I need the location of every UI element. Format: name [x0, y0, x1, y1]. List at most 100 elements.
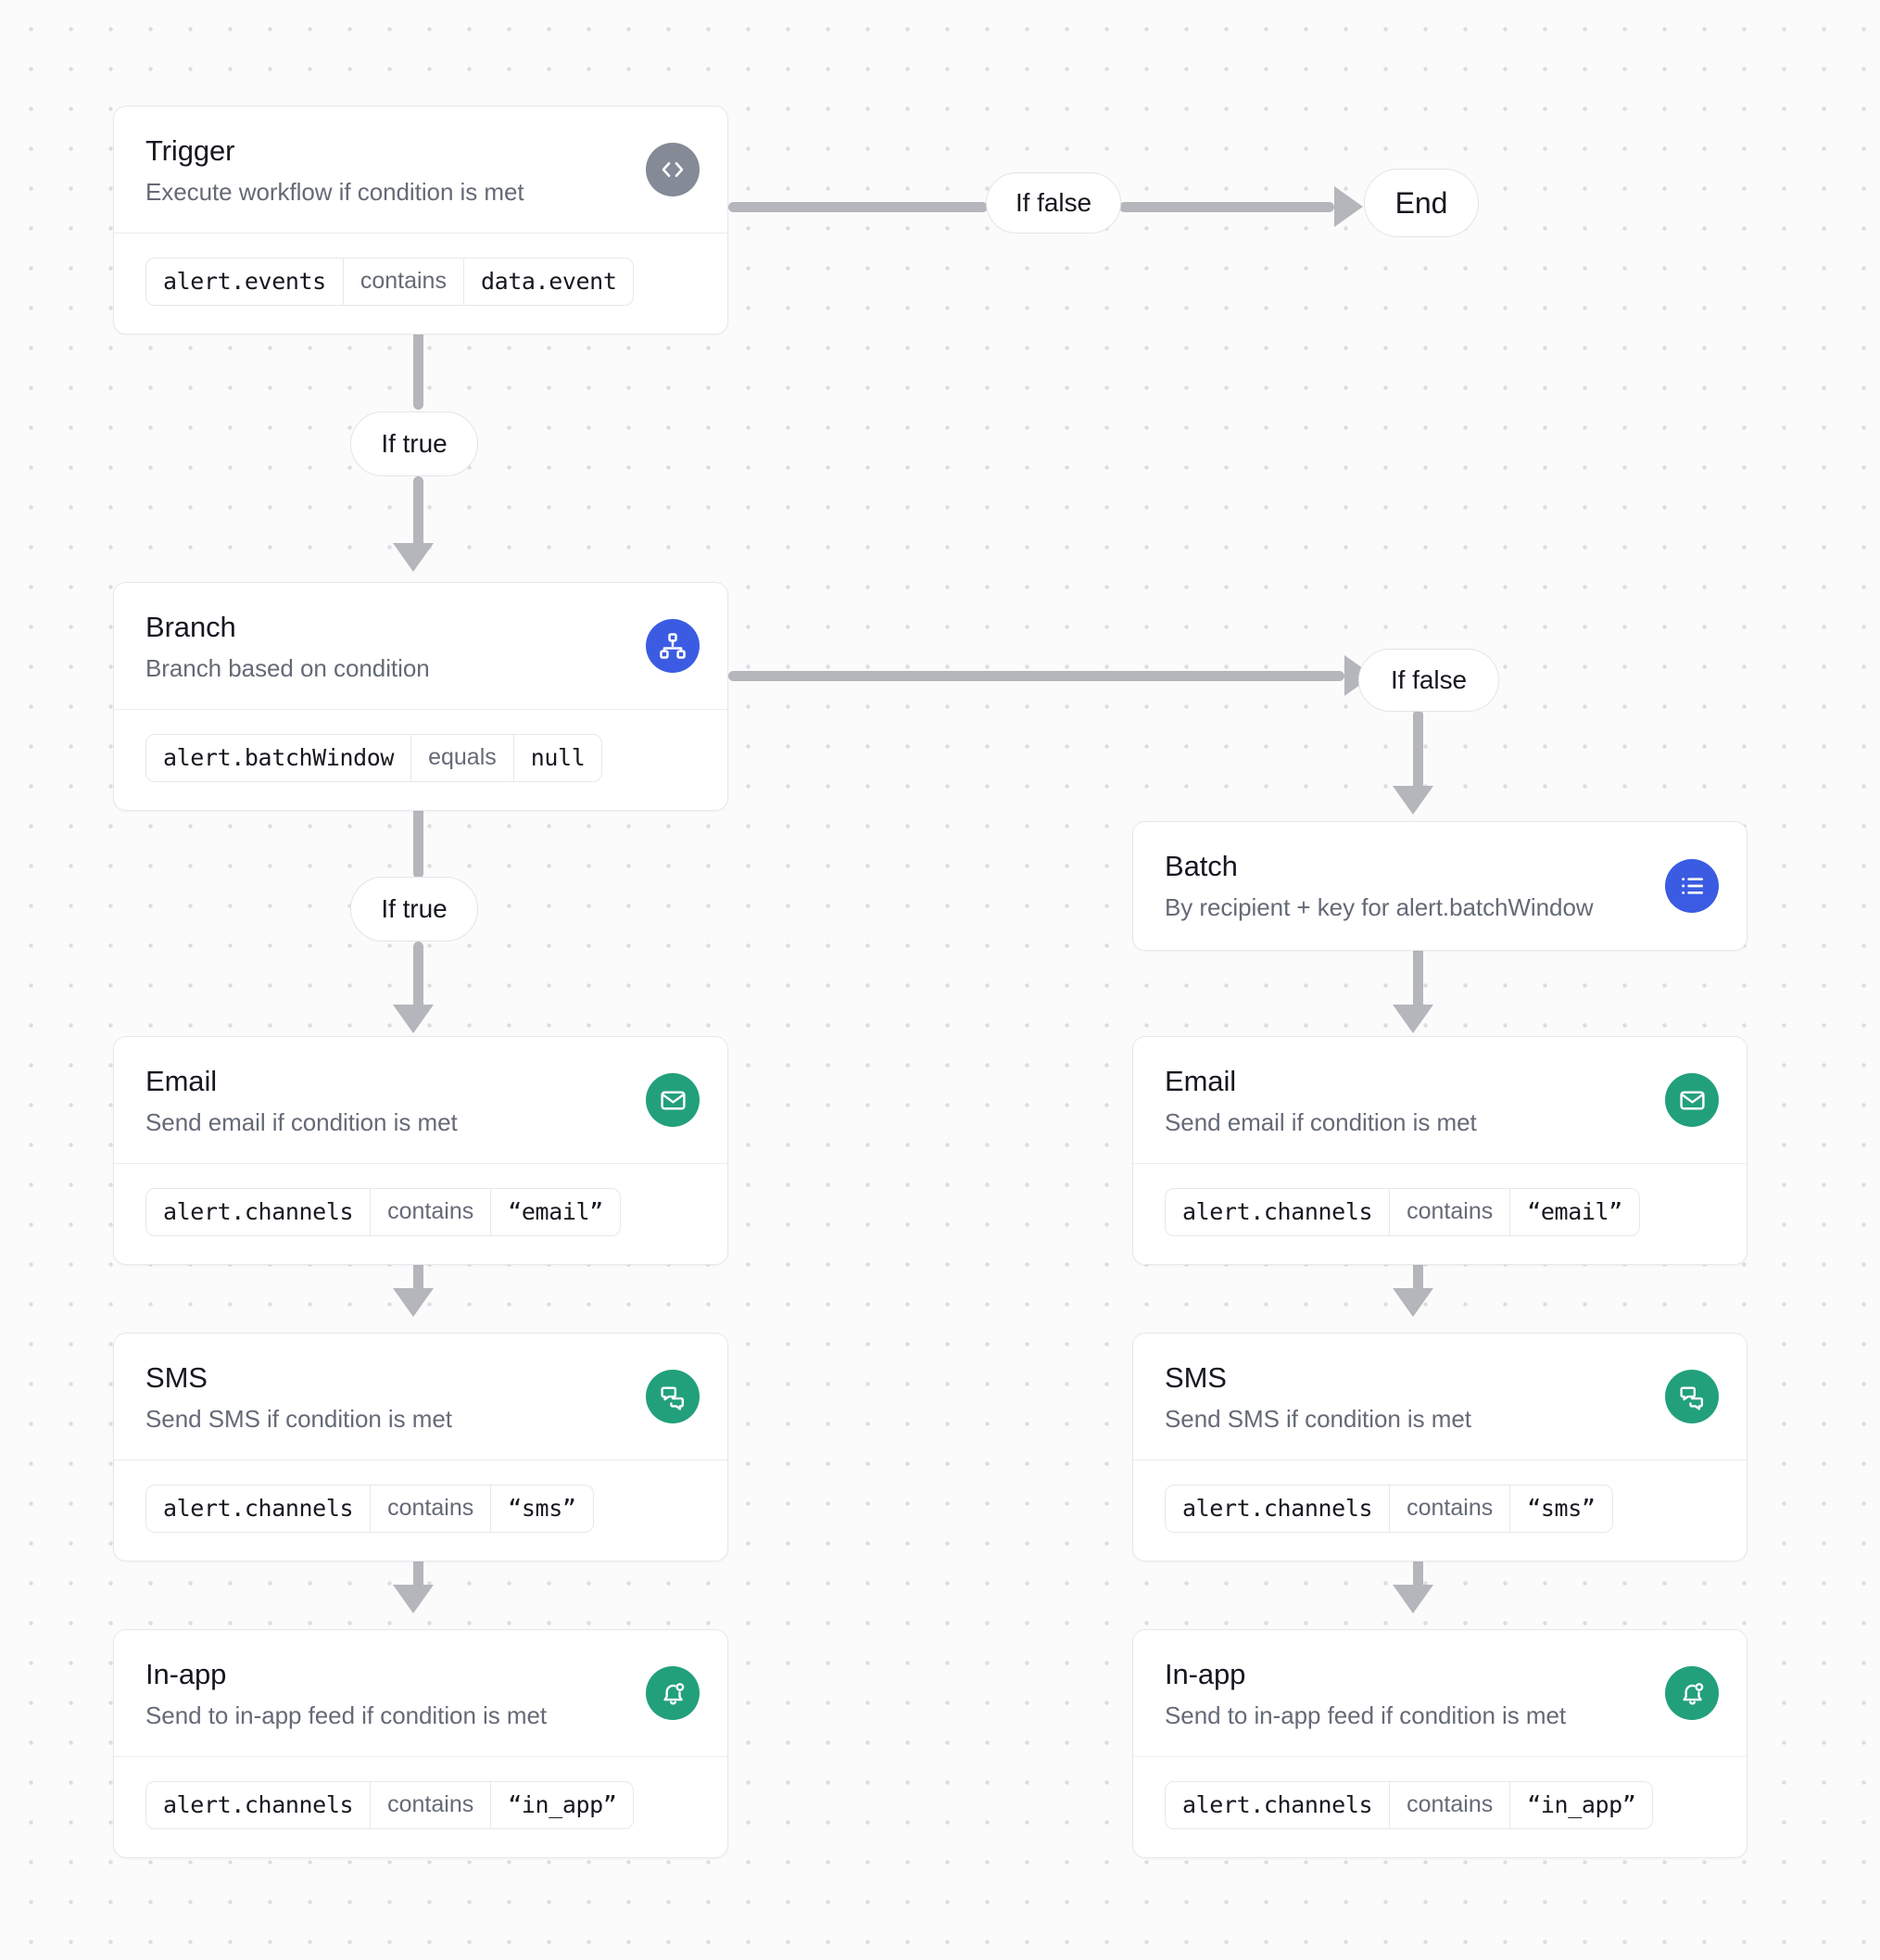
edge-batch-to-email-right — [1413, 936, 1423, 1018]
node-sms-left[interactable]: SMS Send SMS if condition is met alert.c… — [113, 1333, 728, 1562]
edge-branch-to-if-false — [728, 671, 1344, 681]
trigger-condition[interactable]: alert.events contains data.event — [145, 258, 635, 306]
edge-if-true-to-email — [413, 942, 423, 1018]
edge-if-false-to-batch-arrowhead — [1393, 786, 1433, 815]
email-right-condition[interactable]: alert.channels contains “email” — [1165, 1188, 1640, 1236]
branch-condition-row: alert.batchWindow equals null — [114, 709, 727, 810]
edge-trigger-to-if-false — [728, 202, 988, 212]
condition-value: “in_app” — [508, 1791, 617, 1819]
node-end[interactable]: End — [1364, 169, 1479, 237]
edge-sms-to-inapp-left-arrowhead — [393, 1585, 434, 1613]
condition-operator: contains — [1389, 1189, 1511, 1235]
sms-left-subtitle: Send SMS if condition is met — [145, 1404, 452, 1433]
edge-if-true-to-branch — [413, 476, 423, 556]
node-email-left[interactable]: Email Send email if condition is met ale… — [113, 1036, 728, 1265]
edge-if-false-to-batch — [1413, 710, 1423, 799]
condition-field: alert.channels — [163, 1495, 354, 1523]
condition-value: “sms” — [1527, 1495, 1596, 1523]
inapp-right-header: In-app Send to in-app feed if condition … — [1133, 1630, 1747, 1756]
batch-subtitle: By recipient + key for alert.batchWindow — [1165, 892, 1594, 921]
edge-label-branch-if-true[interactable]: If true — [350, 877, 478, 942]
sms-left-header: SMS Send SMS if condition is met — [114, 1334, 727, 1460]
bell-dot-icon — [646, 1666, 700, 1721]
trigger-title: Trigger — [145, 134, 235, 167]
inapp-left-title: In-app — [145, 1658, 227, 1690]
condition-field: alert.channels — [1182, 1198, 1373, 1226]
edge-label-text: If true — [381, 894, 448, 923]
edge-sms-to-inapp-right — [1413, 1536, 1423, 1598]
batch-header: Batch By recipient + key for alert.batch… — [1133, 822, 1747, 950]
inapp-right-condition[interactable]: alert.channels contains “in_app” — [1165, 1781, 1654, 1829]
node-inapp-right[interactable]: In-app Send to in-app feed if condition … — [1132, 1629, 1748, 1858]
email-right-condition-row: alert.channels contains “email” — [1133, 1163, 1747, 1264]
edge-label-text: If false — [1015, 188, 1092, 217]
condition-field: alert.channels — [163, 1198, 354, 1226]
condition-operator: contains — [342, 259, 464, 305]
node-inapp-left[interactable]: In-app Send to in-app feed if condition … — [113, 1629, 728, 1858]
node-sms-right[interactable]: SMS Send SMS if condition is met alert.c… — [1132, 1333, 1748, 1562]
trigger-subtitle: Execute workflow if condition is met — [145, 177, 524, 206]
edge-label-text: If true — [381, 429, 448, 458]
inapp-left-subtitle: Send to in-app feed if condition is met — [145, 1701, 548, 1729]
edge-if-false-to-end — [1119, 202, 1334, 212]
sms-right-condition[interactable]: alert.channels contains “sms” — [1165, 1485, 1613, 1533]
email-right-subtitle: Send email if condition is met — [1165, 1107, 1477, 1136]
email-right-title: Email — [1165, 1065, 1237, 1097]
envelope-icon — [646, 1073, 700, 1128]
edge-email-to-sms-right-arrowhead — [1393, 1288, 1433, 1317]
inapp-left-header: In-app Send to in-app feed if condition … — [114, 1630, 727, 1756]
edge-batch-to-email-right-arrowhead — [1393, 1005, 1433, 1033]
edge-if-true-to-email-arrowhead — [393, 1005, 434, 1033]
node-batch[interactable]: Batch By recipient + key for alert.batch… — [1132, 821, 1748, 952]
condition-field: alert.channels — [1182, 1791, 1373, 1819]
email-left-condition-row: alert.channels contains “email” — [114, 1163, 727, 1264]
sitemap-icon — [646, 619, 700, 674]
condition-operator: contains — [1389, 1782, 1511, 1828]
node-branch[interactable]: Branch Branch based on condition alert.b… — [113, 582, 728, 811]
condition-operator: contains — [370, 1782, 492, 1828]
sms-left-condition-row: alert.channels contains “sms” — [114, 1460, 727, 1561]
edge-if-true-to-branch-arrowhead — [393, 543, 434, 572]
code-icon — [646, 143, 700, 197]
edge-trigger-to-if-true — [413, 311, 423, 410]
branch-condition[interactable]: alert.batchWindow equals null — [145, 734, 603, 782]
condition-operator: contains — [370, 1189, 492, 1235]
inapp-left-condition[interactable]: alert.channels contains “in_app” — [145, 1781, 635, 1829]
branch-subtitle: Branch based on condition — [145, 653, 430, 682]
edge-label-branch-if-false[interactable]: If false — [1358, 649, 1499, 712]
condition-value: “sms” — [508, 1495, 576, 1523]
inapp-right-subtitle: Send to in-app feed if condition is met — [1165, 1701, 1567, 1729]
list-icon — [1665, 859, 1719, 914]
sms-left-title: SMS — [145, 1361, 208, 1394]
sms-left-condition[interactable]: alert.channels contains “sms” — [145, 1485, 594, 1533]
email-left-title: Email — [145, 1065, 218, 1097]
email-left-condition[interactable]: alert.channels contains “email” — [145, 1188, 621, 1236]
edge-email-to-sms-left — [413, 1240, 423, 1301]
condition-value: “in_app” — [1527, 1791, 1636, 1819]
condition-value: “email” — [1527, 1198, 1622, 1226]
batch-title: Batch — [1165, 850, 1238, 882]
edge-email-to-sms-left-arrowhead — [393, 1288, 434, 1317]
node-trigger[interactable]: Trigger Execute workflow if condition is… — [113, 106, 728, 335]
inapp-right-condition-row: alert.channels contains “in_app” — [1133, 1756, 1747, 1857]
condition-operator: contains — [370, 1486, 492, 1532]
condition-field: alert.channels — [163, 1791, 354, 1819]
node-email-right[interactable]: Email Send email if condition is met ale… — [1132, 1036, 1748, 1265]
edge-label-trigger-if-false[interactable]: If false — [986, 172, 1121, 234]
email-left-header: Email Send email if condition is met — [114, 1037, 727, 1163]
end-label: End — [1394, 185, 1448, 220]
email-right-header: Email Send email if condition is met — [1133, 1037, 1747, 1163]
branch-header: Branch Branch based on condition — [114, 583, 727, 709]
edge-label-trigger-if-true[interactable]: If true — [350, 411, 478, 476]
trigger-header: Trigger Execute workflow if condition is… — [114, 107, 727, 233]
branch-title: Branch — [145, 611, 236, 643]
condition-field: alert.channels — [1182, 1495, 1373, 1523]
sms-right-header: SMS Send SMS if condition is met — [1133, 1334, 1747, 1460]
edge-if-false-to-end-arrowhead — [1334, 186, 1363, 227]
condition-value: “email” — [508, 1198, 603, 1226]
chat-bubbles-icon — [1665, 1370, 1719, 1424]
condition-value: data.event — [480, 268, 617, 296]
condition-field: alert.events — [163, 268, 326, 296]
edge-branch-to-if-true — [413, 778, 423, 879]
